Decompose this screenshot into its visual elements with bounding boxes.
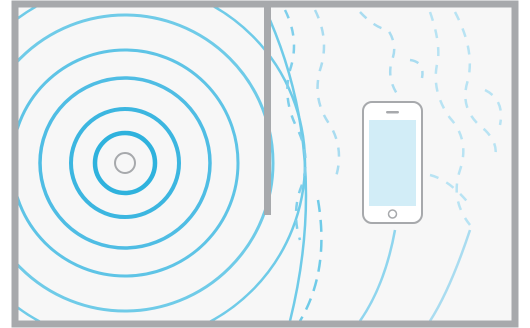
phone-speaker	[386, 111, 399, 114]
phone-home-button	[389, 210, 397, 218]
signal-source-icon	[115, 153, 135, 173]
divider-wall	[264, 4, 271, 215]
smartphone-icon	[363, 102, 422, 223]
phone-screen	[369, 120, 416, 206]
